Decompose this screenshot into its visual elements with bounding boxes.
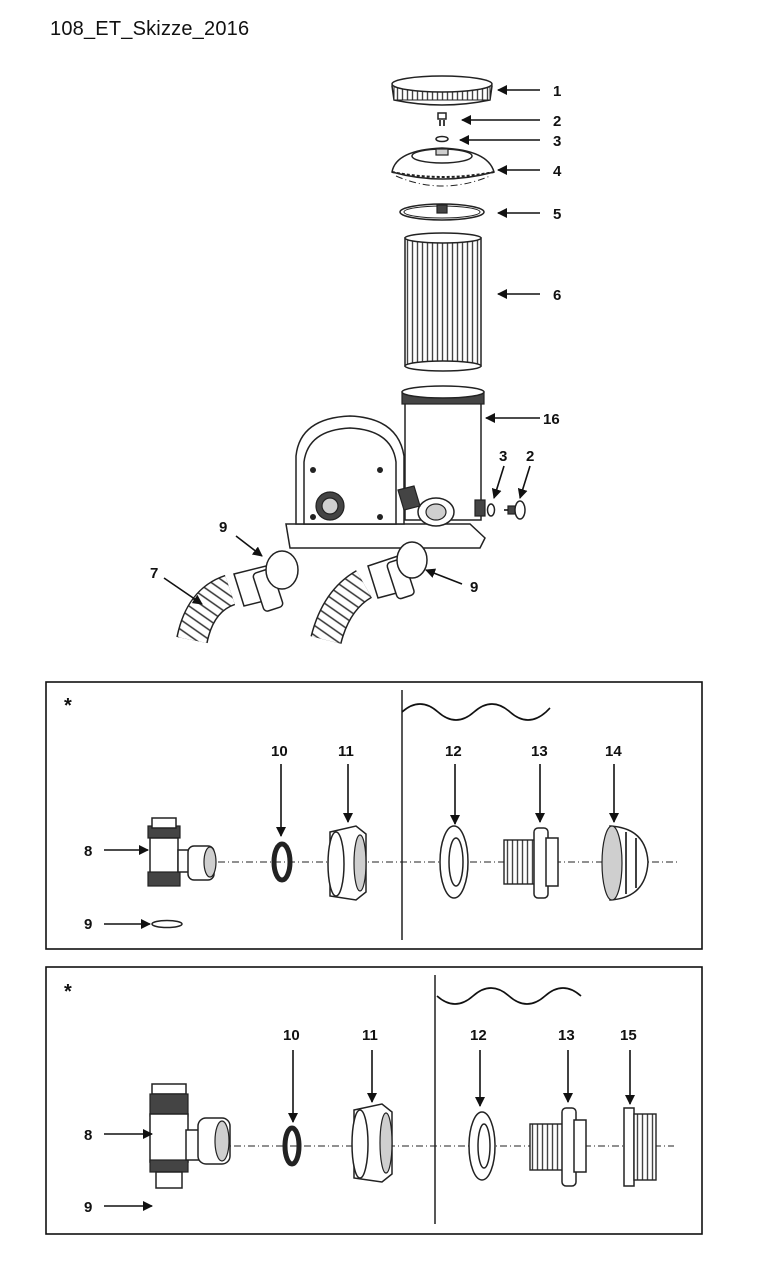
hose-right-part [310, 541, 428, 645]
panel-1-label-14: 14 [605, 743, 622, 760]
panel-2-label-9: 9 [84, 1199, 92, 1216]
panel-1-flange-part [503, 827, 559, 899]
panel-1-label-10: 10 [271, 743, 288, 760]
panel-1-frame [45, 681, 703, 950]
label-2: 2 [553, 113, 561, 130]
panel-2-label-11: 11 [362, 1027, 378, 1044]
drain-plug-part [504, 500, 526, 520]
panel-2: * [45, 966, 703, 1235]
panel-1-water-wave [401, 703, 551, 721]
panel-1-label-9: 9 [84, 916, 92, 933]
panel-2-water-wave [436, 987, 582, 1005]
panel-2-label-13: 13 [558, 1027, 575, 1044]
panel-2-label-15: 15 [620, 1027, 637, 1044]
panel-1: * [45, 681, 703, 950]
label-5: 5 [553, 206, 561, 223]
panel-1-nut-part [327, 825, 367, 901]
panel-2-label-10: 10 [283, 1027, 300, 1044]
panel-2-label-8: 8 [84, 1127, 92, 1144]
panel-2-nut-part [351, 1103, 393, 1183]
label-1: 1 [553, 83, 561, 100]
arrow-7 [163, 577, 203, 605]
panel-1-label-11: 11 [338, 743, 354, 760]
panel-2-flange-part [529, 1107, 587, 1187]
label-9b: 9 [470, 579, 478, 596]
panel-1-valve-part [147, 817, 217, 887]
label-16: 16 [543, 411, 560, 428]
cover-o-ring-part [399, 203, 485, 221]
panel-1-gasket-part [439, 825, 469, 899]
panel-2-gasket-part [468, 1111, 496, 1181]
panel-2-wall-fitting-part [623, 1107, 657, 1187]
panel-1-asterisk: * [64, 695, 72, 717]
filter-cartridge-part [404, 232, 482, 372]
panel-2-valve-part [149, 1083, 231, 1189]
panel-1-ring-part [151, 919, 183, 929]
panel-1-strainer-part [601, 825, 649, 901]
arrow-2b [517, 465, 531, 499]
panel-1-o-ring-part [271, 841, 293, 883]
panel-2-label-12: 12 [470, 1027, 487, 1044]
panel-2-asterisk: * [64, 981, 72, 1003]
filter-cover-part [391, 147, 495, 187]
o-ring-small-part [435, 135, 449, 143]
sketch-title: 108_ET_Skizze_2016 [50, 18, 250, 40]
label-9a: 9 [219, 519, 227, 536]
label-6: 6 [553, 287, 561, 304]
panel-2-frame [45, 966, 703, 1235]
pump-housing-part [285, 385, 486, 549]
panel-1-label-8: 8 [84, 843, 92, 860]
label-2b: 2 [526, 448, 534, 465]
label-3b: 3 [499, 448, 507, 465]
drain-o-ring-part [486, 503, 496, 517]
lock-ring-part [391, 75, 493, 106]
panel-1-label-13: 13 [531, 743, 548, 760]
label-4: 4 [553, 163, 562, 180]
hose-left-part [176, 550, 299, 644]
arrow-3b [491, 465, 505, 499]
label-3: 3 [553, 133, 561, 150]
arrow-9a [235, 535, 263, 557]
panel-1-label-12: 12 [445, 743, 462, 760]
label-7: 7 [150, 565, 158, 582]
air-release-valve-part [437, 112, 447, 126]
arrow-9b [425, 568, 463, 585]
panel-2-o-ring-part [282, 1125, 302, 1167]
